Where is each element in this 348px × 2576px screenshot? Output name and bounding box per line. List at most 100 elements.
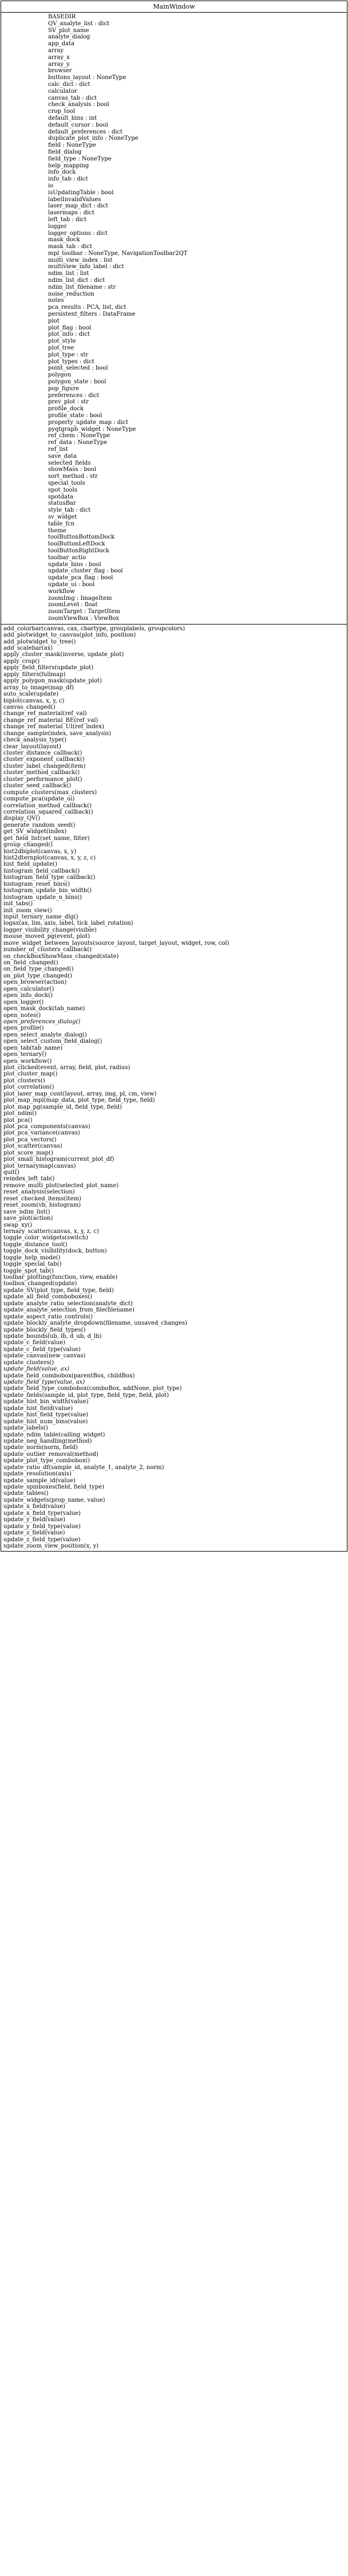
method-row: plot_small_histogram(current_plot_df) (3, 1156, 114, 1163)
attribute-row: mpl_toolbar : NoneType, NavigationToolba… (48, 250, 188, 257)
method-row: add_plotwidget_to_tree() (3, 638, 76, 645)
method-row: update_z_field(value) (3, 1530, 65, 1537)
method-row: apply_field_filters(update_plot) (3, 665, 94, 672)
attribute-row: plot (48, 317, 60, 324)
method-row: cluster_exponent_callback() (3, 756, 85, 763)
attribute-row: notes (48, 297, 64, 304)
method-row: on_field_type_changed() (3, 966, 74, 973)
attribute-row: io (48, 182, 54, 189)
method-row: update_spinboxes(field, field_type) (3, 1484, 104, 1491)
attribute-row: sort_method : str (48, 473, 98, 480)
method-row: open_preferences_dialog() (3, 1018, 81, 1025)
method-row: save_plot(action) (3, 1215, 53, 1222)
method-row: on_checkBoxShowMass_changed(state) (3, 953, 119, 960)
method-row: add_scalebar(ax) (3, 645, 53, 652)
method-row: open_info_dock() (3, 992, 53, 999)
method-row: hist2dternplot(canvas, x, y, z, c) (3, 855, 96, 862)
method-row: update_hist_field(value) (3, 1405, 73, 1412)
attribute-row: zoomLevel : float (48, 602, 98, 608)
attribute-row: polygon (48, 372, 72, 379)
attribute-row: plot_style (48, 338, 76, 345)
method-row: update_analyte_selection_from_file(filen… (3, 1307, 135, 1314)
method-row: clear_layout(layout) (3, 743, 61, 750)
method-row: auto_scale(update) (3, 691, 59, 698)
method-row: update_c_field_type(value) (3, 1346, 81, 1353)
attribute-row: info_dock (48, 169, 76, 176)
method-row: update_y_field(value) (3, 1517, 65, 1523)
method-row: update_ratio_df(sample_id, analyte_1, an… (3, 1464, 164, 1471)
attribute-row: pca_results : PCA, list, dict (48, 304, 126, 311)
attribute-row: plot_tree (48, 345, 74, 352)
method-row: plot_pca_variance(canvas) (3, 1130, 80, 1137)
method-row: histogram_field_type_callback() (3, 874, 96, 881)
attribute-row: isUpdatingTable : bool (48, 189, 114, 196)
method-row: plot_ndim() (3, 1110, 37, 1117)
method-row: histogram_field_callback() (3, 867, 80, 874)
attribute-row: zoomViewBox : ViewBox (48, 615, 119, 622)
method-row: number_of_clusters_callback() (3, 947, 92, 953)
method-row: mouse_moved_pg(event, plot) (3, 933, 90, 940)
method-row: check_analysis_type() (3, 737, 67, 744)
attribute-row: selected_fields (48, 460, 91, 466)
attribute-row: profile_state : bool (48, 413, 102, 419)
attribute-row: ref_data : NoneType (48, 439, 108, 446)
method-row: on_plot_type_changed() (3, 972, 73, 979)
attribute-row: polygon_state : bool (48, 379, 106, 386)
method-row: update_c_field(value) (3, 1340, 65, 1346)
attribute-row: field_dialog (48, 148, 82, 155)
method-row: plot_pca_components(canvas) (3, 1123, 90, 1130)
method-row: open_tab(tab_name) (3, 1044, 63, 1051)
method-row: update_canvas(new_canvas) (3, 1353, 86, 1360)
attribute-row: default_bins : int (48, 115, 97, 121)
method-row: remove_multi_plot(selected_plot_name) (3, 1182, 119, 1189)
method-row: generate_random_seed() (3, 822, 76, 828)
method-row: update_bounds(ub, lb, d_ub, d_lb) (3, 1333, 102, 1340)
attribute-row: special_tools (48, 480, 85, 486)
attribute-row: calculator (48, 88, 77, 95)
method-row: open_browser(action) (3, 979, 67, 986)
attribute-row: ndim_list_filename : str (48, 284, 116, 290)
method-row: reset_analysis(selection) (3, 1189, 75, 1196)
method-row: update_hist_num_bins(value) (3, 1418, 88, 1425)
attribute-row: plot_types : dict (48, 358, 94, 365)
method-row: change_ref_material(ref_val) (3, 710, 87, 717)
method-row: reset_checked_items(item) (3, 1195, 81, 1202)
attribute-row: ndim_list_dict : dict (48, 277, 105, 284)
method-row: update_x_field_type(value) (3, 1510, 81, 1517)
attribute-row: duplicate_plot_info : NoneType (48, 135, 139, 142)
method-row: toggle_dock_visibility(dock, button) (3, 1248, 107, 1255)
attribute-row: lasermaps : dict (48, 210, 94, 217)
method-row: update_zoom_view_position(x, y) (3, 1542, 99, 1549)
method-row: update_blockly_field_types() (3, 1326, 86, 1333)
method-row: reindex_left_tab() (3, 1176, 55, 1183)
method-row: logax(ax, lim, axis, label, tick_label_r… (3, 920, 133, 927)
attribute-row: profile_dock (48, 406, 84, 413)
attribute-row: calc_dict : dict (48, 81, 90, 88)
attribute-row: toolbar_actio (48, 554, 86, 561)
method-row: update_hist_bin_width(value) (3, 1399, 89, 1405)
method-row: update_resolution(axis) (3, 1471, 72, 1478)
attribute-row: table_fcn (48, 520, 75, 527)
attribute-row: sv_widget (48, 513, 77, 520)
attribute-row: style_tab : dict (48, 507, 91, 514)
method-row: hist_field_update() (3, 861, 57, 868)
attribute-row: field_type : NoneType (48, 155, 112, 162)
method-row: plot_cluster_map() (3, 1071, 58, 1078)
method-row: update_plot_type_combobox() (3, 1458, 90, 1464)
method-row: update_x_field(value) (3, 1503, 65, 1510)
method-row: update_field(value, ax) (3, 1366, 70, 1373)
method-row: update_ndim_table(calling_widget) (3, 1431, 105, 1438)
attribute-row: pop_figure (48, 385, 80, 392)
method-row: apply_crop() (3, 658, 40, 665)
method-row: biplot(canvas, x, y, c) (3, 697, 65, 704)
method-row: plot_pca_vectors() (3, 1136, 57, 1143)
attribute-row: plot_flag : bool (48, 324, 92, 331)
attribute-row: crop_tool (48, 108, 76, 115)
method-row: open_calculator() (3, 985, 54, 992)
attribute-row: property_update_map : dict (48, 419, 128, 426)
method-row: update_hist_field_type(value) (3, 1412, 89, 1419)
method-row: plot_correlation() (3, 1084, 54, 1091)
method-row: group_changed() (3, 842, 53, 849)
attribute-row: spotdata (48, 493, 73, 500)
